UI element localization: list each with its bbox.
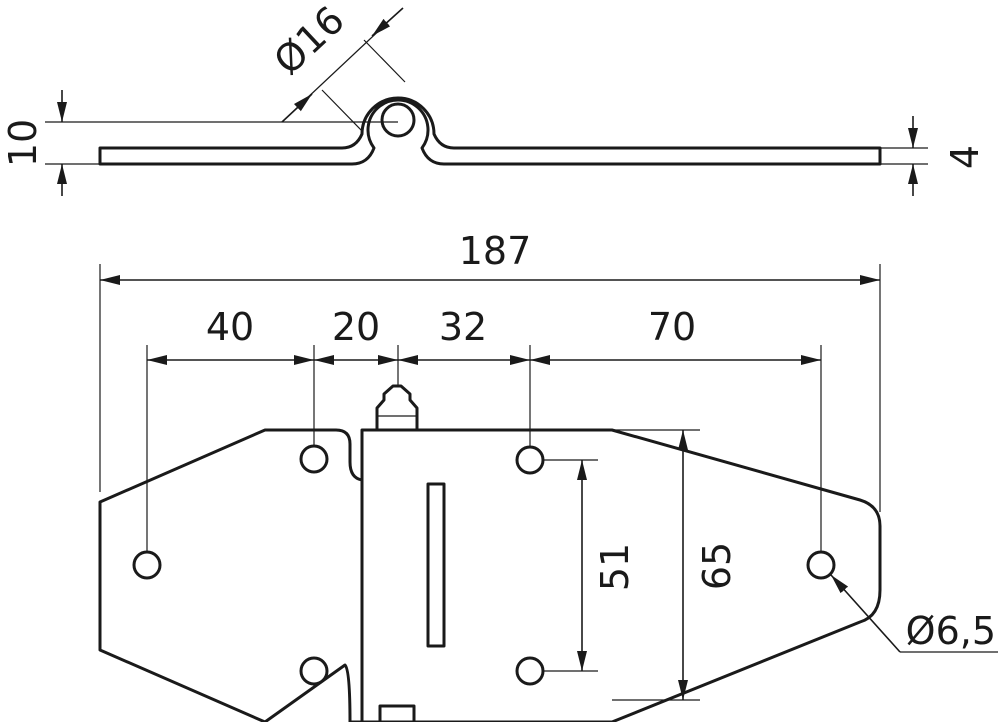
pin-head-top <box>375 384 419 432</box>
dim-pin-diameter: Ø16 <box>266 0 353 83</box>
hole-right-lower <box>515 656 545 686</box>
side-view-pin <box>380 102 416 138</box>
right-leaf <box>360 428 882 722</box>
left-leaf <box>98 428 364 722</box>
dim-hole-spacing-vertical: 51 <box>593 543 637 591</box>
dim-hole-diameter: Ø6,5 <box>906 609 996 653</box>
hole-left-upper <box>299 444 329 474</box>
hinge-knuckle <box>426 482 446 648</box>
hole-left-middle <box>132 550 162 580</box>
dim-hole-pitch-center-right: 32 <box>439 305 487 349</box>
pin-end-bottom <box>378 704 416 722</box>
side-view-plate-outline <box>98 96 882 166</box>
dim-plate-thickness: 4 <box>943 145 987 169</box>
dim-pin-height: 10 <box>1 119 45 167</box>
top-view: 187 40 20 32 70 51 65 Ø6,5 <box>98 229 998 722</box>
hole-right-upper <box>515 445 545 475</box>
side-view: 10 4 Ø16 <box>1 0 987 196</box>
dim-plate-width: 65 <box>695 542 739 590</box>
dim-overall-length: 187 <box>459 229 532 273</box>
dim-hole-pitch-right: 70 <box>648 305 696 349</box>
dim-hole-pitch-left: 40 <box>206 305 254 349</box>
hole-right-end <box>806 550 836 580</box>
hole-left-lower <box>299 656 329 686</box>
dim-hole-pitch-center-left: 20 <box>332 305 380 349</box>
